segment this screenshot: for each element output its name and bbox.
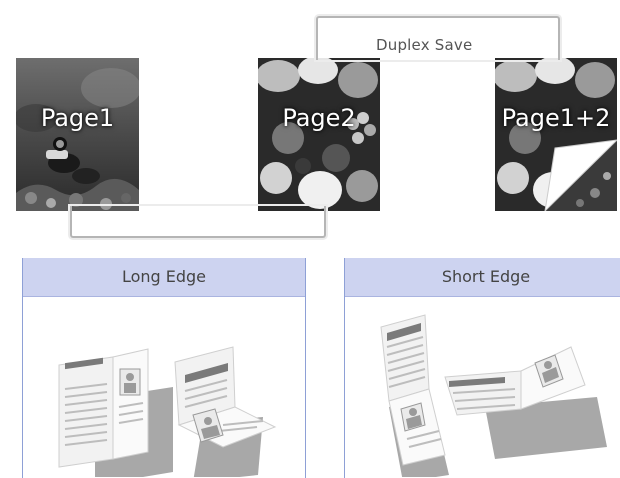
duplex-save-label: Duplex Save — [376, 36, 472, 54]
page1-thumbnail: Page1 — [16, 58, 139, 211]
page1-2-thumbnail: Page1+2 — [495, 58, 617, 211]
diver-photo — [16, 58, 139, 211]
page1-2-label: Page1+2 — [495, 104, 617, 132]
page1-label: Page1 — [16, 104, 139, 132]
fruit-photo — [258, 58, 380, 211]
page2-thumbnail: Page2 — [258, 58, 380, 211]
long-edge-booklet-illustration — [23, 297, 305, 477]
long-edge-panel: Long Edge — [22, 258, 306, 478]
short-edge-panel: Short Edge — [344, 258, 620, 478]
long-edge-title: Long Edge — [23, 258, 305, 297]
combined-photo — [495, 58, 617, 211]
short-edge-booklet-illustration — [345, 297, 620, 477]
bottom-connector — [70, 206, 326, 238]
short-edge-title: Short Edge — [345, 258, 620, 297]
page2-label: Page2 — [258, 104, 380, 132]
